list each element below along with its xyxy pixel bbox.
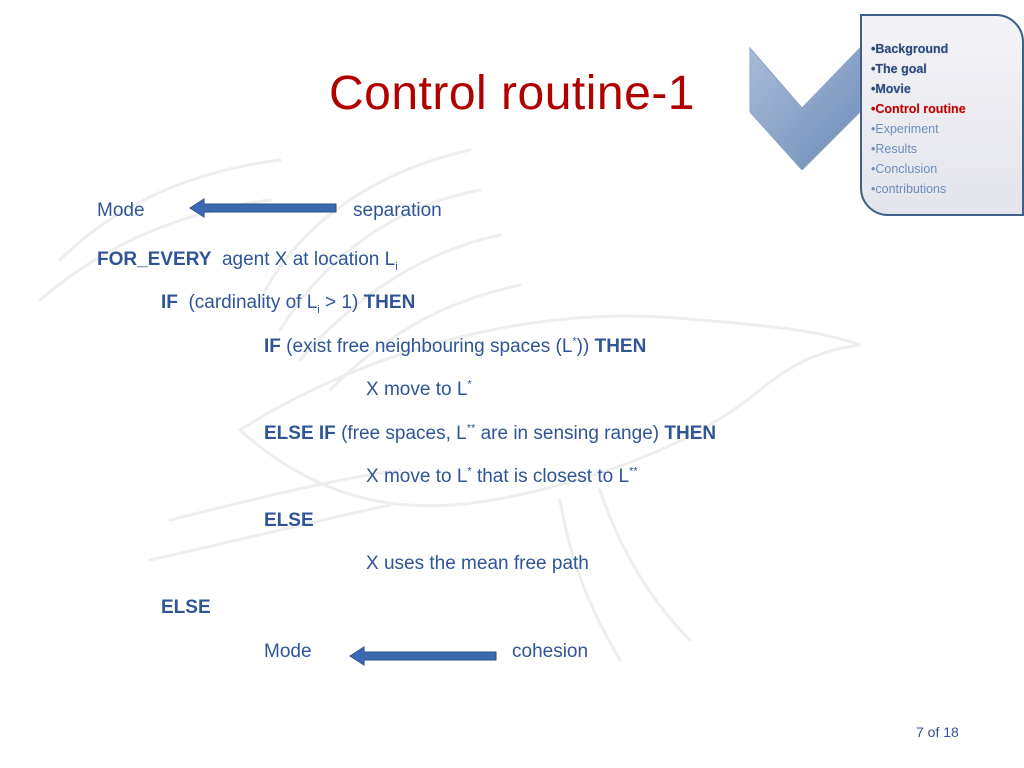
mode-label: Mode <box>97 200 145 221</box>
code-line-if-free-spaces: IF (exist free neighbouring spaces (L*))… <box>264 335 646 359</box>
code-line-x-move-closest: X move to L* that is closest to L** <box>366 465 638 489</box>
free-spaces-text: (exist free neighbouring spaces (L <box>280 336 573 357</box>
nav-item-movie[interactable]: •Movie <box>871 82 911 96</box>
code-line-else-outer: ELSE <box>161 596 211 620</box>
left-arrow-icon <box>189 198 337 218</box>
code-line-for-every: FOR_EVERY agent X at location Li <box>97 248 398 272</box>
code-line-mode-separation: Mode <box>97 199 145 223</box>
superscript-star: * <box>467 465 472 478</box>
superscript-star: * <box>572 335 577 348</box>
keyword-else-if: ELSE IF <box>264 423 336 444</box>
nav-item-control-routine[interactable]: •Control routine <box>871 102 966 116</box>
separation-label: separation <box>353 200 442 221</box>
keyword-then: THEN <box>594 336 647 357</box>
closest-text: that is closest to L <box>471 466 630 487</box>
sensing-range-text-end: are in sensing range) <box>475 423 665 444</box>
free-spaces-text-end: )) <box>576 336 595 357</box>
cardinality-text-end: > 1) <box>319 292 364 313</box>
keyword-then: THEN <box>363 292 416 313</box>
keyword-then: THEN <box>664 423 717 444</box>
subscript-i: i <box>395 260 398 273</box>
left-arrow-icon <box>349 646 497 666</box>
nav-item-contributions[interactable]: •contributions <box>871 182 947 196</box>
sensing-range-text: (free spaces, L <box>335 423 467 444</box>
keyword-else: ELSE <box>161 597 211 618</box>
slide-number: 7 of 18 <box>916 724 959 740</box>
nav-item-results[interactable]: •Results <box>871 142 918 156</box>
superscript-double-star: ** <box>629 465 638 478</box>
superscript-star: * <box>467 378 472 391</box>
x-move-text: X move to L <box>366 379 468 400</box>
nav-item-background[interactable]: •Background <box>871 42 949 56</box>
superscript-double-star: ** <box>466 422 476 435</box>
x-move-closest-text: X move to L <box>366 466 468 487</box>
slide-title: Control routine-1 <box>328 67 695 120</box>
section-navigation-box: •Background •The goal •Movie •Control ro… <box>860 14 1024 216</box>
keyword-for-every: FOR_EVERY <box>97 249 212 270</box>
code-line-else-if: ELSE IF (free spaces, L** are in sensing… <box>264 422 716 446</box>
keyword-else: ELSE <box>264 510 314 531</box>
for-every-text: agent X at location L <box>221 249 396 270</box>
cohesion-label: cohesion <box>512 641 589 662</box>
nav-item-conclusion[interactable]: •Conclusion <box>871 162 938 176</box>
code-line-mean-free-path: X uses the mean free path <box>366 552 589 576</box>
keyword-if: IF <box>264 336 281 357</box>
nav-item-experiment[interactable]: •Experiment <box>871 122 939 136</box>
mode-label: Mode <box>264 641 312 662</box>
code-line-else-inner: ELSE <box>264 509 314 533</box>
code-line-if-cardinality: IF (cardinality of Li > 1) THEN <box>161 291 415 315</box>
chevron-down-icon <box>749 46 860 170</box>
subscript-i: i <box>317 303 320 316</box>
keyword-if: IF <box>161 292 178 313</box>
cardinality-text: (cardinality of L <box>188 292 318 313</box>
mean-free-path-text: X uses the mean free path <box>366 553 589 574</box>
code-line-x-move: X move to L* <box>366 378 472 402</box>
code-line-mode-cohesion: Mode <box>264 640 312 664</box>
nav-item-the-goal[interactable]: •The goal <box>871 62 927 76</box>
